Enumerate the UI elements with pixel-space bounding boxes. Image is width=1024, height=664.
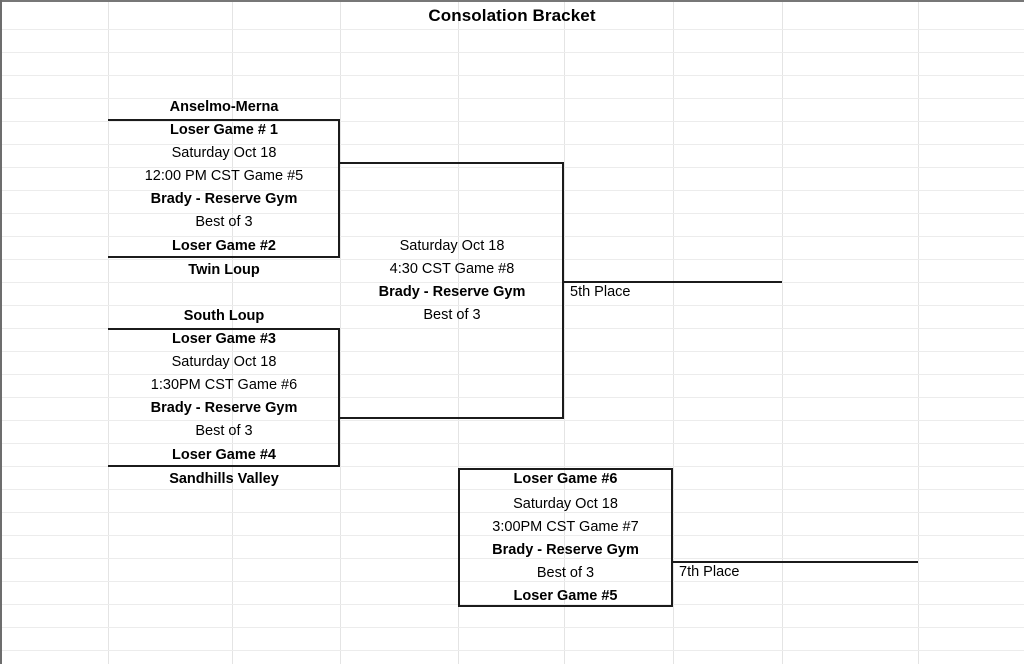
grid-row-line-21: [0, 535, 1024, 536]
grid-row-line-0: [0, 52, 1024, 53]
grid-row-line-5: [0, 167, 1024, 168]
game6-line-6: Loser Game #4: [172, 447, 276, 463]
grid-column-line-3: [340, 0, 341, 664]
connector-seventh-place: [673, 561, 918, 563]
label-fifth-place: 5th Place: [570, 284, 631, 300]
grid-column-line-1: [108, 0, 109, 664]
grid-row-line-11: [0, 305, 1024, 306]
grid-row-line-7: [0, 213, 1024, 214]
grid-row-line-15: [0, 397, 1024, 398]
grid-column-line-4: [458, 0, 459, 664]
grid-row-line-22: [0, 558, 1024, 559]
game6-line-3: 1:30PM CST Game #6: [150, 377, 298, 393]
grid-row-line-9: [0, 259, 1024, 260]
team-sandhills-valley: Sandhills Valley: [169, 471, 279, 487]
page-title: Consolation Bracket: [428, 6, 596, 25]
game7-line-6: Loser Game #5: [513, 588, 618, 604]
grid-row-line-13: [0, 351, 1024, 352]
game5-line-4: Brady - Reserve Gym: [150, 191, 298, 207]
grid-row-line-20: [0, 512, 1024, 513]
grid-column-line-6: [673, 0, 674, 664]
game7-line-3: 3:00PM CST Game #7: [492, 519, 639, 535]
sheet-left-border: [0, 0, 2, 664]
grid-row-line-19: [0, 489, 1024, 490]
grid-row-line-title: [0, 29, 1024, 30]
grid-column-line-5: [564, 0, 565, 664]
game8-line-1: Saturday Oct 18: [399, 238, 505, 254]
game7-line-5: Best of 3: [536, 565, 595, 581]
grid-row-line-2: [0, 98, 1024, 99]
connector-fifth-place: [564, 281, 782, 283]
game5-line-2: Saturday Oct 18: [171, 145, 277, 161]
game8-line-4: Best of 3: [423, 307, 481, 323]
grid-row-line-3: [0, 121, 1024, 122]
team-twin-loup: Twin Loup: [188, 262, 260, 278]
grid-row-line-6: [0, 190, 1024, 191]
grid-row-line-16: [0, 420, 1024, 421]
grid-column-line-8: [918, 0, 919, 664]
grid-row-line-17: [0, 443, 1024, 444]
game5-line-1: Loser Game # 1: [170, 122, 278, 138]
game7-line-4: Brady - Reserve Gym: [492, 542, 639, 558]
game5-line-3: 12:00 PM CST Game #5: [144, 168, 304, 184]
grid-row-line-18: [0, 466, 1024, 467]
game6-line-5: Best of 3: [195, 423, 253, 439]
grid-column-line-7: [782, 0, 783, 664]
grid-row-line-1: [0, 75, 1024, 76]
grid-row-line-10: [0, 282, 1024, 283]
game8-line-3: Brady - Reserve Gym: [378, 284, 526, 300]
grid-row-line-23: [0, 581, 1024, 582]
grid-column-line-2: [232, 0, 233, 664]
team-anselmo-merna: Anselmo-Merna: [169, 99, 279, 115]
grid-row-line-12: [0, 328, 1024, 329]
grid-row-line-4: [0, 144, 1024, 145]
game5-line-5: Best of 3: [195, 214, 253, 230]
label-seventh-place: 7th Place: [679, 564, 740, 580]
game6-line-1: Loser Game #3: [172, 331, 276, 347]
game5-line-6: Loser Game #2: [172, 238, 276, 254]
grid-row-line-26: [0, 650, 1024, 651]
game8-line-2: 4:30 CST Game #8: [389, 261, 515, 277]
game7-line-1: Loser Game #6: [513, 471, 618, 487]
bracket-box-game8: [340, 162, 564, 419]
sheet-top-border: [0, 0, 1024, 2]
game6-line-4: Brady - Reserve Gym: [150, 400, 298, 416]
bracket-box-game5: [108, 119, 340, 258]
grid-row-line-25: [0, 627, 1024, 628]
bracket-box-game7: [458, 468, 673, 607]
game7-line-2: Saturday Oct 18: [513, 496, 618, 512]
game6-line-2: Saturday Oct 18: [171, 354, 277, 370]
grid-row-line-8: [0, 236, 1024, 237]
bracket-box-game6: [108, 328, 340, 467]
team-south-loup: South Loup: [183, 308, 265, 324]
grid-row-line-14: [0, 374, 1024, 375]
grid-row-line-24: [0, 604, 1024, 605]
